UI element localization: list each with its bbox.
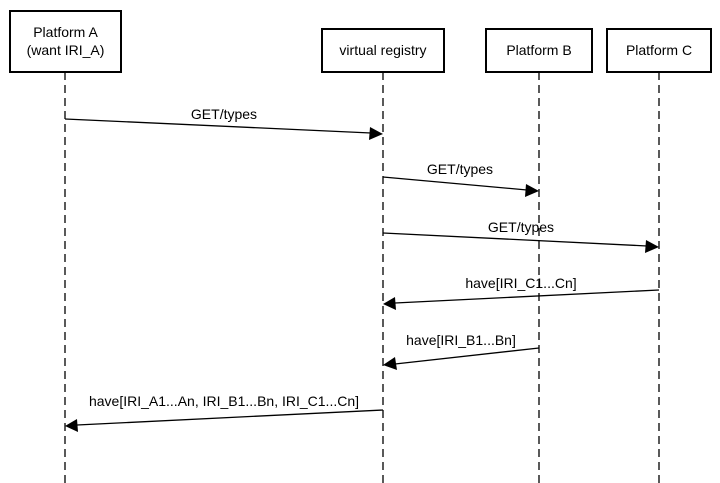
message-label: GET/types [191, 106, 257, 122]
message-get-types-to-platform-c: GET/types [382, 219, 659, 253]
message-get-types-to-platform-b: GET/types [382, 161, 539, 197]
participant-platform-c-label: Platform C [626, 42, 692, 58]
arrow-head [525, 184, 539, 197]
message-have-c-to-registry: have[IRI_C1...Cn] [383, 275, 660, 310]
participant-platform-a-line-2: (want IRI_A) [27, 42, 105, 58]
message-have-b-to-registry: have[IRI_B1...Bn] [383, 332, 540, 370]
participant-platform-a: Platform A (want IRI_A) [9, 10, 122, 73]
message-get-types-to-registry: GET/types [64, 106, 383, 140]
participant-platform-b: Platform B [485, 28, 593, 73]
arrow-head [383, 297, 396, 310]
message-label: GET/types [427, 161, 493, 177]
participant-platform-a-line-1: Platform A [33, 24, 98, 40]
participant-virtual-registry: virtual registry [321, 28, 445, 73]
participant-platform-c: Platform C [606, 28, 712, 73]
arrow-head [65, 419, 78, 432]
participant-platform-b-label: Platform B [506, 42, 571, 58]
arrow-head [383, 357, 397, 370]
participant-virtual-registry-label: virtual registry [339, 42, 426, 58]
arrow-head [369, 127, 383, 140]
message-label: have[IRI_C1...Cn] [465, 275, 576, 291]
message-label: have[IRI_A1...An, IRI_B1...Bn, IRI_C1...… [89, 393, 359, 409]
arrow-head [645, 240, 659, 253]
message-label: have[IRI_B1...Bn] [406, 332, 516, 348]
message-have-all-to-platform-a: have[IRI_A1...An, IRI_B1...Bn, IRI_C1...… [65, 393, 384, 432]
message-label: GET/types [488, 219, 554, 235]
